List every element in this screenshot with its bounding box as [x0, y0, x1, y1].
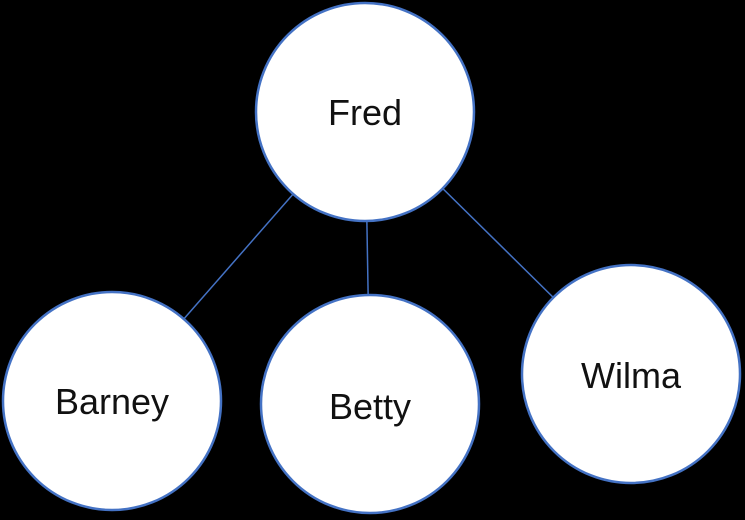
node-fred-label: Fred — [328, 92, 402, 133]
node-betty-circle[interactable] — [259, 293, 481, 515]
node-fred[interactable]: Fred — [254, 1, 476, 223]
node-fred-circle[interactable] — [254, 1, 476, 223]
node-wilma-label: Wilma — [581, 355, 682, 396]
node-barney-circle[interactable] — [1, 290, 223, 512]
node-wilma-circle[interactable] — [520, 263, 742, 485]
node-wilma[interactable]: Wilma — [520, 263, 742, 485]
node-betty-label: Betty — [329, 386, 411, 427]
node-barney-label: Barney — [55, 381, 169, 422]
node-betty[interactable]: Betty — [259, 293, 481, 515]
node-barney[interactable]: Barney — [1, 290, 223, 512]
